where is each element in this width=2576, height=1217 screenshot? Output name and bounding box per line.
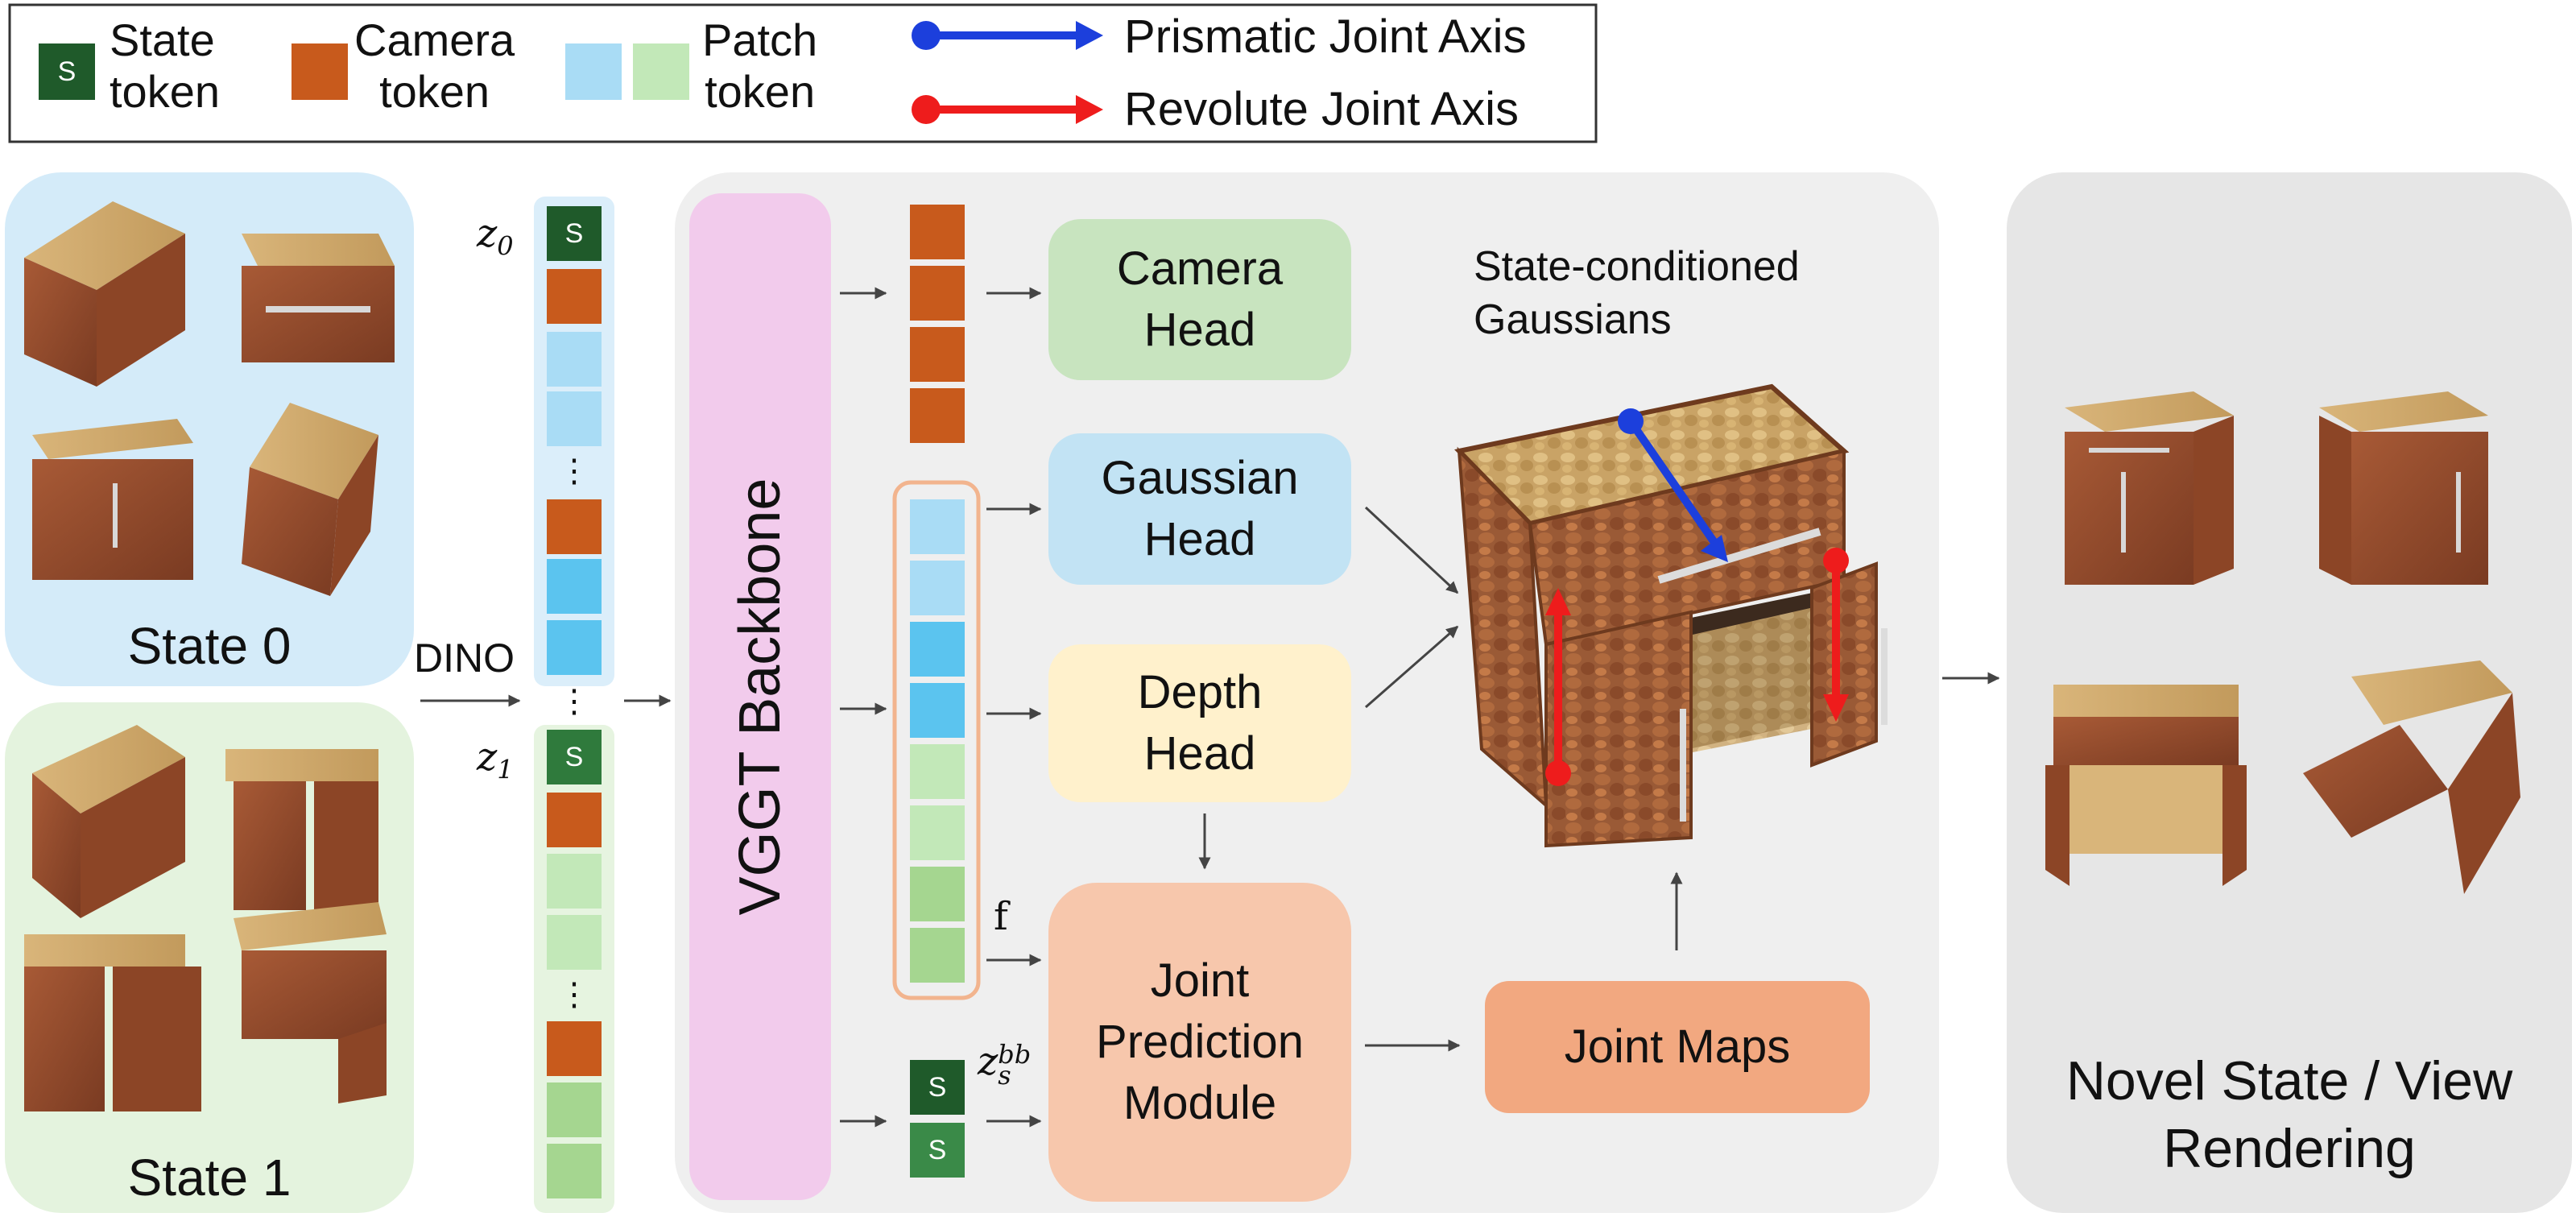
gaussian-prismatic-axis — [1618, 408, 1728, 562]
patch-output-token — [910, 867, 965, 921]
legend-prismatic-arrow — [912, 21, 1103, 50]
camera-output-token — [910, 327, 965, 382]
camera-output-token — [910, 266, 965, 321]
camera-output-token — [910, 388, 965, 443]
z1-patch-token — [547, 1082, 602, 1137]
state0-label: State 0 — [127, 617, 292, 675]
z0-patch-token — [547, 391, 602, 446]
state1-cabinet-views — [24, 725, 387, 1111]
vggt-backbone-label: VGGT Backbone — [728, 478, 792, 916]
joint-maps: Joint Maps — [1485, 981, 1870, 1113]
patch-output-token — [910, 561, 965, 615]
legend-camera-token-swatch — [292, 43, 348, 100]
flow-arrows — [420, 287, 2000, 1128]
z1-patch-token — [547, 1144, 602, 1198]
token-column-ellipsis: ⋮ — [558, 684, 590, 719]
state-output-token: S — [910, 1060, 965, 1115]
patch-output-token — [910, 683, 965, 738]
arrow-depth-head-to-gaussians — [1365, 625, 1459, 709]
z0-camera-token — [547, 499, 602, 554]
state1-label: State 1 — [127, 1149, 292, 1207]
arrow-gaussian-head-to-gaussians — [1364, 506, 1459, 594]
z0-patch-token — [547, 332, 602, 387]
patch-output-token — [910, 499, 965, 554]
gaussian-revolute-axis-left — [1545, 588, 1571, 786]
z1-ellipsis: ⋮ — [558, 977, 590, 1012]
z0-ellipsis-top: ⋮ — [558, 453, 590, 489]
legend-patch-token-swatch-green — [633, 43, 689, 100]
z0-state-token: S — [547, 206, 602, 261]
z1-state-token: S — [547, 730, 602, 784]
z1-camera-token — [547, 793, 602, 847]
patch-token-group — [892, 480, 981, 1000]
z0-label: z0 — [477, 211, 514, 262]
legend-revolute-label: Revolute Joint Axis — [1124, 83, 1520, 135]
z0-patch-token — [547, 620, 602, 675]
z1-label: z1 — [477, 735, 514, 785]
patch-output-token — [910, 928, 965, 983]
state-output-token: S — [910, 1123, 965, 1178]
camera-output-token — [910, 205, 965, 259]
f-label: f — [994, 894, 1008, 939]
dino-label: DINO — [414, 635, 515, 681]
z1-patch-token — [547, 915, 602, 970]
patch-output-token — [910, 744, 965, 799]
legend-revolute-arrow — [912, 95, 1103, 124]
patch-output-token — [910, 805, 965, 860]
z1-camera-token — [547, 1021, 602, 1076]
legend-frame — [8, 3, 1598, 143]
gaussian-revolute-axis-right — [1823, 548, 1849, 722]
z0-patch-token — [547, 559, 602, 614]
vggt-backbone: VGGT Backbone — [689, 193, 831, 1200]
z0-camera-token — [547, 269, 602, 324]
state0-cabinet-views — [24, 201, 395, 596]
patch-output-token — [910, 622, 965, 677]
legend-state-token-swatch: S — [39, 43, 95, 100]
legend-patch-token-swatch-blue — [565, 43, 622, 100]
z1-patch-token — [547, 854, 602, 909]
legend-prismatic-label: Prismatic Joint Axis — [1124, 10, 1527, 63]
output-cabinet-views — [2045, 391, 2520, 894]
